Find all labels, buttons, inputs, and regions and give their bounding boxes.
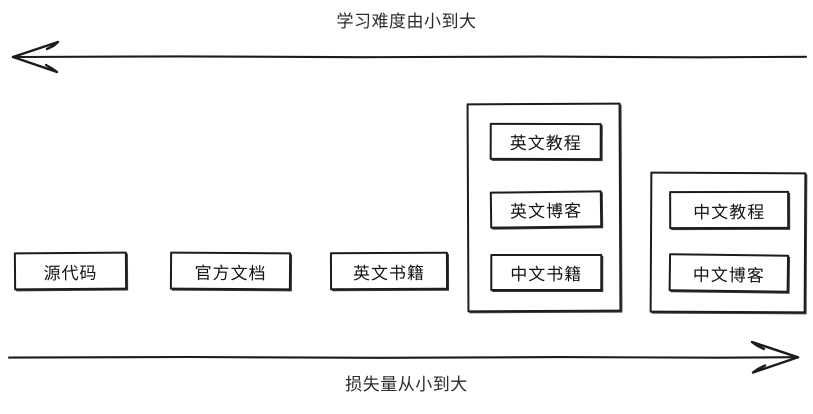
node-box-english-books[interactable]: 英文书籍 bbox=[329, 251, 449, 291]
node-box-chinese-blogs[interactable]: 中文博客 bbox=[668, 253, 790, 293]
node-box-chinese-tutorials[interactable]: 中文教程 bbox=[669, 190, 790, 230]
bottom-arrow-icon bbox=[7, 340, 800, 374]
node-label: 英文书籍 bbox=[352, 263, 426, 283]
bottom-axis-label: 损失量从小到大 bbox=[345, 375, 468, 394]
node-box-english-tutorials[interactable]: 英文教程 bbox=[489, 122, 602, 161]
node-label: 英文博客 bbox=[509, 201, 583, 222]
node-box-english-blogs[interactable]: 英文博客 bbox=[489, 190, 603, 229]
node-label: 官方文档 bbox=[194, 263, 267, 283]
group-box-one: 英文教程 英文博客 中文书籍 bbox=[466, 102, 622, 313]
node-box-chinese-books[interactable]: 中文书籍 bbox=[490, 253, 603, 292]
node-label: 源代码 bbox=[43, 263, 98, 283]
node-label: 中文博客 bbox=[692, 265, 765, 285]
node-box-source-code[interactable]: 源代码 bbox=[13, 251, 128, 291]
group-box-two: 中文教程 中文博客 bbox=[649, 171, 807, 314]
node-label: 中文书籍 bbox=[510, 264, 583, 285]
node-box-official-docs[interactable]: 官方文档 bbox=[169, 251, 292, 291]
top-arrow-icon bbox=[11, 40, 808, 74]
node-label: 中文教程 bbox=[693, 202, 766, 222]
top-axis-label: 学习难度由小到大 bbox=[336, 12, 477, 31]
node-label: 英文教程 bbox=[509, 133, 582, 154]
